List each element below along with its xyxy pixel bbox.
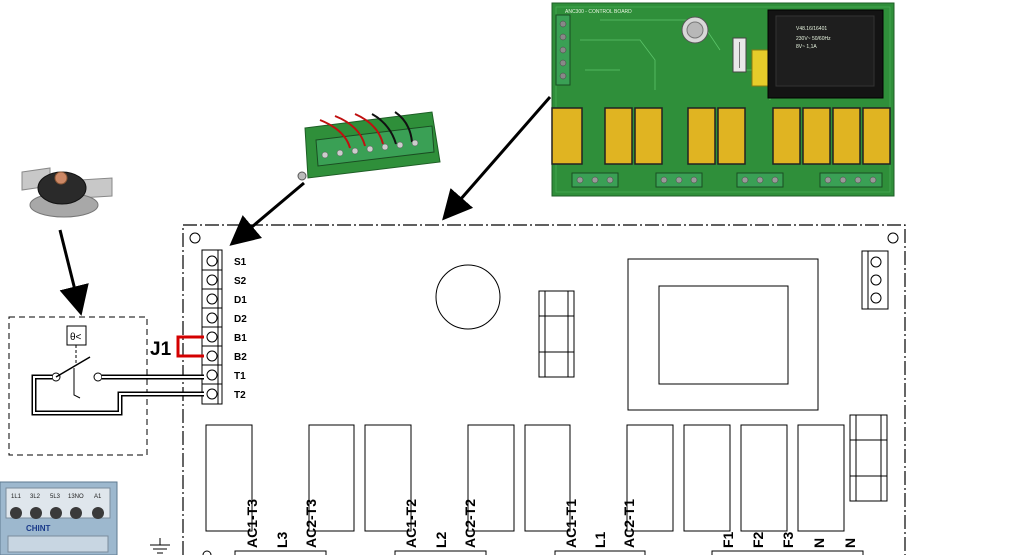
thermostat-schematic: θ< [8, 316, 148, 456]
bottom-label-n1: N [811, 538, 827, 548]
relay-outlines [205, 424, 845, 532]
fuse-holder-outline [538, 290, 575, 378]
terminal-d1-screw [206, 293, 218, 305]
terminal-label-s1: S1 [234, 257, 247, 268]
bottom-label-n2: N [842, 538, 858, 548]
transformer-text-2: 230V~ 50/60Hz [796, 36, 831, 42]
fuse-holder-right-outline [849, 414, 888, 502]
contactor-terminal-5: A1 [94, 494, 102, 500]
terminal-s2-screw [206, 274, 218, 286]
arrow-terminal [229, 181, 305, 246]
contactor-terminal-4: 13NO [68, 494, 84, 500]
arrow-thermostat [58, 229, 89, 316]
bottom-label-ac2-t1: AC2-T1 [621, 499, 637, 548]
capacitor-outline [435, 264, 501, 330]
connector-3pin-outline [861, 250, 889, 310]
mounting-hole-right [887, 232, 899, 244]
bottom-label-l3: L3 [274, 531, 290, 548]
mounting-hole-left [189, 232, 201, 244]
jumper-label: J1 [150, 339, 172, 360]
bottom-label-ac1-t2: AC1-T2 [403, 499, 419, 548]
terminal-label-d1: D1 [234, 295, 247, 306]
terminal-label-t1: T1 [234, 371, 246, 382]
contactor-brand: CHINT [26, 524, 51, 533]
thermal-symbol-icon: θ< [70, 332, 82, 343]
transformer-outline [627, 258, 819, 411]
thermostat-photo [21, 167, 113, 218]
thermostat-wires [31, 374, 204, 416]
contactor-terminal-2: 3L2 [30, 494, 41, 500]
pcb-outline [182, 224, 906, 555]
terminal-t1-screw [206, 369, 218, 381]
terminal-label-s2: S2 [234, 276, 247, 287]
bottom-label-f1: F1 [720, 531, 736, 548]
transformer-text-3: 8V~ 1,1A [796, 44, 817, 50]
terminal-b2-screw [206, 350, 218, 362]
terminal-block: S1 S2 D1 D2 B1 B2 T1 T2 [201, 249, 247, 405]
terminal-s1-screw [206, 255, 218, 267]
ground-icon [150, 538, 170, 554]
arrows [58, 96, 552, 316]
control-board-header-text: ANC300 - CONTROL BOARD [565, 9, 632, 15]
control-board-photo: ANC300 - CONTROL BOARD V48.16/16401 230V… [551, 2, 895, 197]
bottom-brackets [234, 550, 864, 555]
mounting-hole-bottom [202, 550, 212, 555]
bottom-label-f2: F2 [750, 531, 766, 548]
bottom-label-ac2-t2: AC2-T2 [462, 499, 478, 548]
transformer-text-1: V48.16/16401 [796, 26, 827, 32]
bottom-label-f3: F3 [780, 531, 796, 548]
terminal-label-b1: B1 [234, 333, 247, 344]
contactor-terminal-1: 1L1 [11, 494, 22, 500]
bottom-label-ac1-t3: AC1-T3 [244, 499, 260, 548]
bottom-label-ac2-t3: AC2-T3 [303, 499, 319, 548]
terminal-d2-screw [206, 312, 218, 324]
bottom-label-l2: L2 [433, 531, 449, 548]
board-relays [551, 107, 891, 165]
terminal-block-photo [297, 111, 441, 181]
bottom-label-l1: L1 [592, 531, 608, 548]
contactor-photo: 1L1 3L2 5L3 13NO A1 CHINT [0, 481, 118, 555]
terminal-label-b2: B2 [234, 352, 247, 363]
bottom-label-ac1-t1: AC1-T1 [563, 499, 579, 548]
arrow-board [442, 96, 552, 221]
bottom-labels: AC1-T3 L3 AC2-T3 AC1-T2 L2 AC2-T2 AC1-T1… [244, 499, 858, 548]
jumper-j1 [176, 335, 204, 358]
terminal-label-d2: D2 [234, 314, 247, 325]
terminal-b1-screw [206, 331, 218, 343]
terminal-label-t2: T2 [234, 390, 246, 401]
terminal-t2-screw [206, 388, 218, 400]
contactor-terminal-3: 5L3 [50, 494, 61, 500]
